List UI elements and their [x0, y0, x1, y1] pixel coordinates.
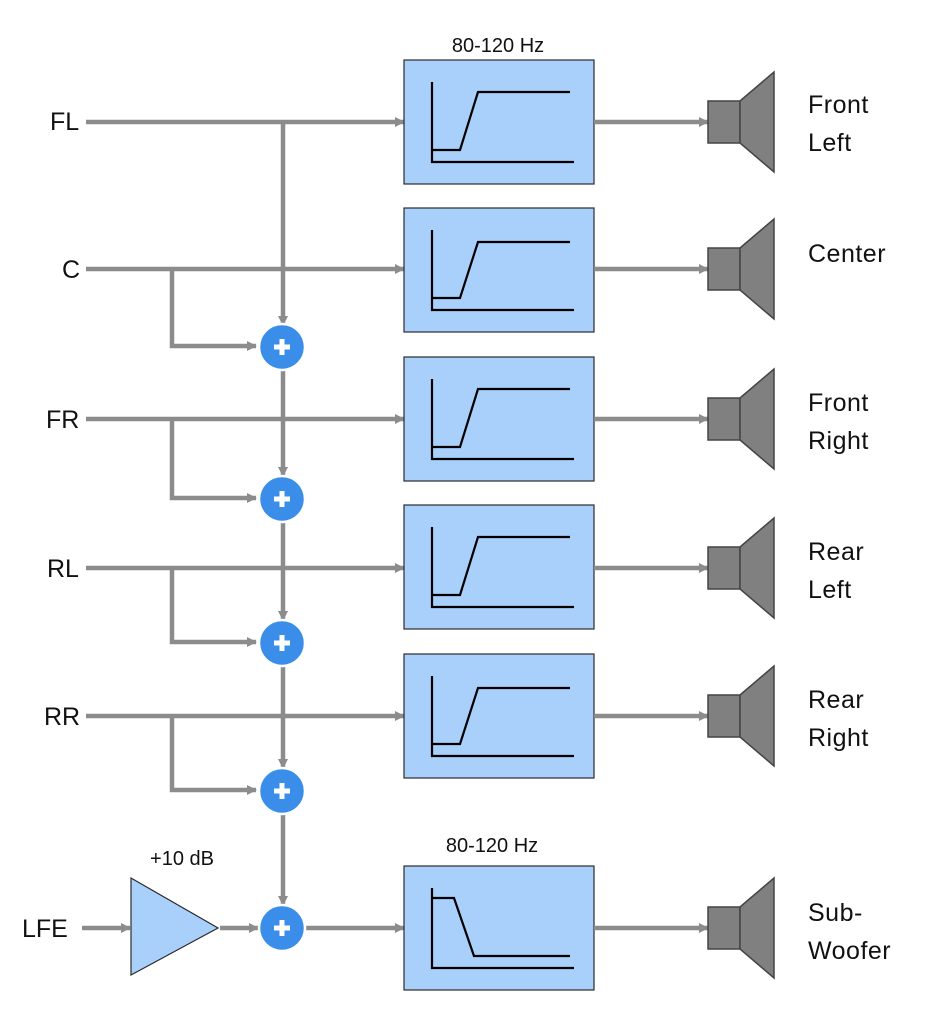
plus-circle-icon: [257, 322, 307, 372]
input-label-c: C: [62, 256, 80, 284]
summing-nodes: [257, 322, 307, 953]
loudspeaker-icon: [707, 70, 775, 174]
output-wires: [594, 117, 709, 933]
highpass-filter-front-right: [403, 356, 595, 482]
highpass-filter-center: [403, 207, 595, 333]
loudspeaker-icon: [707, 367, 775, 471]
input-wires: [86, 117, 405, 721]
highpass-curve-icon: [430, 676, 574, 758]
plus-circle-icon: [257, 766, 307, 816]
output-label-front-right: Front Right: [808, 389, 876, 455]
highpass-curve-icon: [430, 230, 574, 312]
output-label-center: Center: [808, 240, 886, 268]
lowpass-curve-icon: [430, 888, 574, 970]
output-label-subwoofer: Sub- Woofer: [808, 899, 891, 965]
highpass-curve-icon: [430, 379, 574, 461]
wire-rl-tap: [169, 568, 257, 647]
loudspeaker-icon: [707, 516, 775, 620]
loudspeaker-icon: [707, 217, 775, 321]
input-label-fl: FL: [50, 108, 79, 136]
loudspeaker-icon: [707, 664, 775, 768]
speakers: [707, 70, 775, 980]
output-labels: Front Left Center Front Right Rear Left …: [808, 91, 891, 965]
lowpass-frequency-label: 80-120 Hz: [446, 835, 538, 857]
input-label-rl: RL: [47, 555, 79, 583]
input-label-rr: RR: [44, 703, 80, 731]
plus-circle-icon: [257, 618, 307, 668]
loudspeaker-icon: [707, 876, 775, 980]
lowpass-filter-subwoofer: [403, 865, 595, 991]
highpass-filter-rear-right: [403, 653, 595, 779]
input-label-lfe: LFE: [22, 915, 68, 943]
triangle-amplifier-icon: [130, 876, 220, 977]
highpass-filters: [403, 59, 595, 779]
highpass-frequency-label: 80-120 Hz: [452, 35, 544, 57]
wire-fr-tap: [169, 419, 257, 503]
wire-rr-tap: [169, 716, 257, 795]
wire-c-tap: [169, 269, 257, 351]
amplifier-gain-label: +10 dB: [150, 848, 214, 870]
output-label-rear-right: Rear Right: [808, 686, 872, 752]
highpass-filter-rear-left: [403, 504, 595, 630]
plus-circle-icon: [257, 474, 307, 524]
highpass-filter-front-left: [403, 59, 595, 185]
output-label-rear-left: Rear Left: [808, 538, 872, 604]
highpass-curve-icon: [430, 82, 574, 164]
output-label-front-left: Front Left: [808, 91, 876, 157]
plus-circle-icon: [257, 903, 307, 953]
tap-wires: [82, 122, 405, 933]
input-label-fr: FR: [46, 406, 79, 434]
highpass-curve-icon: [430, 527, 574, 609]
